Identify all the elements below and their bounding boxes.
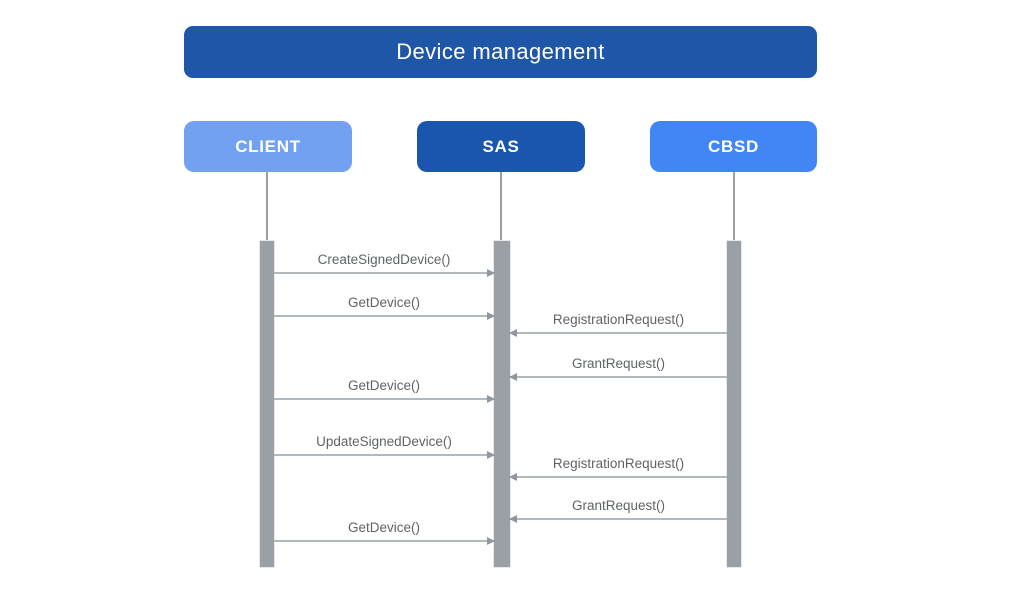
actor-box-sas: SAS	[417, 121, 585, 172]
message-registration-request-2: RegistrationRequest()	[509, 456, 727, 481]
arrow-left-icon	[509, 328, 727, 337]
message-label: GetDevice()	[347, 378, 420, 393]
lifeline-client	[266, 172, 268, 241]
message-label: GetDevice()	[347, 295, 420, 310]
message-label: UpdateSignedDevice()	[316, 434, 452, 449]
arrow-right-icon	[274, 536, 495, 545]
activation-bar-cbsd	[727, 241, 741, 567]
message-label: CreateSignedDevice()	[317, 252, 451, 267]
message-registration-request-1: RegistrationRequest()	[509, 312, 727, 337]
lifeline-sas	[500, 172, 502, 241]
arrow-left-icon	[509, 472, 727, 481]
message-grant-request-2: GrantRequest()	[509, 498, 727, 523]
message-get-device-3: GetDevice()	[274, 520, 495, 545]
actor-box-client: CLIENT	[184, 121, 352, 172]
arrow-left-icon	[509, 372, 727, 381]
message-create-signed-device: CreateSignedDevice()	[274, 252, 495, 277]
arrow-right-icon	[274, 394, 495, 403]
message-label: GrantRequest()	[571, 356, 666, 371]
activation-bar-sas	[494, 241, 510, 567]
message-label: GrantRequest()	[571, 498, 666, 513]
arrow-left-icon	[509, 514, 727, 523]
message-label: RegistrationRequest()	[552, 312, 685, 327]
actor-box-cbsd: CBSD	[650, 121, 817, 172]
arrow-right-icon	[274, 311, 495, 320]
message-label: RegistrationRequest()	[552, 456, 685, 471]
lifeline-cbsd	[733, 172, 735, 241]
message-grant-request-1: GrantRequest()	[509, 356, 727, 381]
message-get-device-1: GetDevice()	[274, 295, 495, 320]
message-update-signed-device: UpdateSignedDevice()	[274, 434, 495, 459]
arrow-right-icon	[274, 450, 495, 459]
diagram-title: Device management	[184, 26, 817, 78]
message-get-device-2: GetDevice()	[274, 378, 495, 403]
message-label: GetDevice()	[347, 520, 420, 535]
activation-bar-client	[260, 241, 274, 567]
arrow-right-icon	[274, 268, 495, 277]
